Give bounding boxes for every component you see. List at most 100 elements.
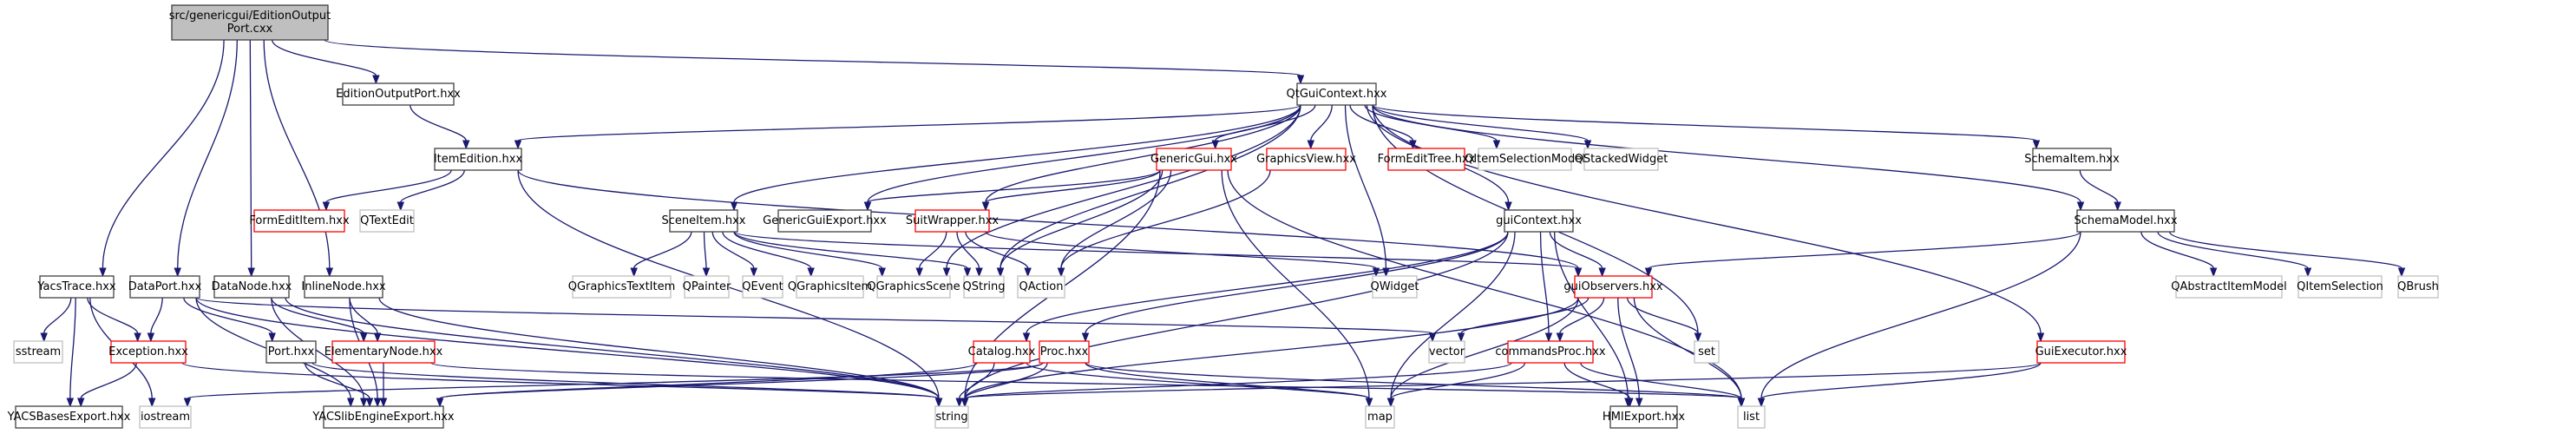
graph-node-schemaitem-hxx[interactable]: SchemaItem.hxx xyxy=(2024,148,2120,171)
graph-node-guiexecutor-hxx[interactable]: GuiExecutor.hxx xyxy=(2035,340,2127,364)
graph-node-map[interactable]: map xyxy=(1365,405,1395,429)
node-box[interactable] xyxy=(171,4,329,41)
node-box[interactable] xyxy=(684,275,730,299)
node-box[interactable] xyxy=(323,405,444,429)
node-box[interactable] xyxy=(1478,148,1572,171)
node-box[interactable] xyxy=(777,209,872,233)
node-box[interactable] xyxy=(39,275,115,299)
graph-node-editionoutputport-hxx[interactable]: EditionOutputPort.hxx xyxy=(336,82,461,106)
node-box[interactable] xyxy=(1583,148,1659,171)
graph-node-yacstrace-hxx[interactable]: YacsTrace.hxx xyxy=(36,275,116,299)
node-box[interactable] xyxy=(434,148,522,171)
graph-node-yacsbasesexport-hxx[interactable]: YACSBasesExport.hxx xyxy=(7,405,131,429)
graph-node-commandsproc-hxx[interactable]: commandsProc.hxx xyxy=(1495,340,1606,364)
node-box[interactable] xyxy=(572,275,672,299)
node-box[interactable] xyxy=(1694,340,1720,364)
graph-node-qwidget[interactable]: QWidget xyxy=(1370,275,1419,299)
graph-node-proc-hxx[interactable]: Proc.hxx xyxy=(1039,340,1090,364)
graph-node-qgraphicstextitem[interactable]: QGraphicsTextItem xyxy=(568,275,676,299)
node-box[interactable] xyxy=(1504,209,1574,233)
graph-node-string[interactable]: string xyxy=(934,405,969,429)
node-box[interactable] xyxy=(963,275,1005,299)
graph-node-genericgui-hxx[interactable]: GenericGui.hxx xyxy=(1150,148,1237,171)
node-box[interactable] xyxy=(359,209,415,233)
graph-node-qbrush[interactable]: QBrush xyxy=(2397,275,2439,299)
node-box[interactable] xyxy=(1507,340,1594,364)
node-box[interactable] xyxy=(1574,275,1653,299)
graph-node-vector[interactable]: vector xyxy=(1428,340,1465,364)
graph-node-qitemselectionmodel[interactable]: QItemSelectionModel xyxy=(1465,148,1585,171)
graph-node-qgraphicsitem[interactable]: QGraphicsItem xyxy=(788,275,872,299)
node-box[interactable] xyxy=(110,340,187,364)
node-box[interactable] xyxy=(1428,340,1465,364)
graph-node-qtguicontext-hxx[interactable]: QtGuiContext.hxx xyxy=(1287,82,1387,106)
node-box[interactable] xyxy=(876,275,951,299)
graph-node-guicontext-hxx[interactable]: guiContext.hxx xyxy=(1496,209,1582,233)
graph-node-root[interactable]: src/genericgui/EditionOutputPort.cxx xyxy=(169,4,331,41)
node-box[interactable] xyxy=(304,275,383,299)
graph-node-iostream[interactable]: iostream xyxy=(139,405,192,429)
node-box[interactable] xyxy=(1017,275,1065,299)
node-box[interactable] xyxy=(934,405,969,429)
node-box[interactable] xyxy=(265,340,317,364)
graph-node-qstackedwidget[interactable]: QStackedWidget xyxy=(1575,148,1668,171)
graph-node-sstream[interactable]: sstream xyxy=(13,340,63,364)
node-box[interactable] xyxy=(1296,82,1377,106)
node-box[interactable] xyxy=(1365,405,1395,429)
graph-node-qpainter[interactable]: QPainter xyxy=(683,275,731,299)
graph-node-suitwrapper-hxx[interactable]: SuitWrapper.hxx xyxy=(906,209,999,233)
node-box[interactable] xyxy=(796,275,864,299)
graph-node-formedittree-hxx[interactable]: FormEditTree.hxx xyxy=(1378,148,1476,171)
node-box[interactable] xyxy=(342,82,455,106)
node-box[interactable] xyxy=(13,340,63,364)
node-box[interactable] xyxy=(1737,405,1766,429)
node-box[interactable] xyxy=(213,275,290,299)
node-box[interactable] xyxy=(2397,275,2439,299)
node-box[interactable] xyxy=(1156,148,1232,171)
graph-node-formedititem-hxx[interactable]: FormEditItem.hxx xyxy=(249,209,350,233)
graph-node-elementarynode-hxx[interactable]: ElementaryNode.hxx xyxy=(324,340,443,364)
graph-node-sceneitem-hxx[interactable]: SceneItem.hxx xyxy=(662,209,746,233)
node-box[interactable] xyxy=(742,275,783,299)
graph-node-datanode-hxx[interactable]: DataNode.hxx xyxy=(212,275,292,299)
node-box[interactable] xyxy=(2032,148,2112,171)
graph-node-qabstractitemmodel[interactable]: QAbstractItemModel xyxy=(2171,275,2287,299)
node-box[interactable] xyxy=(973,340,1031,364)
graph-node-yacslibengineexport-hxx[interactable]: YACSlibEngineExport.hxx xyxy=(311,405,455,429)
graph-node-dataport-hxx[interactable]: DataPort.hxx xyxy=(128,275,202,299)
node-box[interactable] xyxy=(331,340,436,364)
graph-node-qgraphicsscene[interactable]: QGraphicsScene xyxy=(867,275,960,299)
graph-node-qtextedit[interactable]: QTextEdit xyxy=(359,209,415,233)
node-box[interactable] xyxy=(1609,405,1678,429)
graph-node-qitemselection[interactable]: QItemSelection xyxy=(2297,275,2383,299)
graph-node-guiobservers-hxx[interactable]: guiObservers.hxx xyxy=(1563,275,1663,299)
node-box[interactable] xyxy=(2175,275,2283,299)
node-box[interactable] xyxy=(1266,148,1347,171)
node-box[interactable] xyxy=(1372,275,1418,299)
graph-node-graphicsview-hxx[interactable]: GraphicsView.hxx xyxy=(1256,148,1356,171)
graph-node-catalog-hxx[interactable]: Catalog.hxx xyxy=(968,340,1036,364)
graph-node-schemamodel-hxx[interactable]: SchemaModel.hxx xyxy=(2074,209,2178,233)
node-box[interactable] xyxy=(129,275,200,299)
graph-node-genericguiexport-hxx[interactable]: GenericGuiExport.hxx xyxy=(763,209,887,233)
node-box[interactable] xyxy=(15,405,123,429)
node-box[interactable] xyxy=(2076,209,2175,233)
graph-node-itemedition-hxx[interactable]: ItemEdition.hxx xyxy=(434,148,523,171)
node-box[interactable] xyxy=(2036,340,2126,364)
graph-node-qevent[interactable]: QEvent xyxy=(742,275,783,299)
node-box[interactable] xyxy=(1387,148,1465,171)
graph-node-port-hxx[interactable]: Port.hxx xyxy=(265,340,317,364)
graph-node-inlinenode-hxx[interactable]: InlineNode.hxx xyxy=(301,275,386,299)
node-box[interactable] xyxy=(2297,275,2383,299)
node-box[interactable] xyxy=(253,209,345,233)
graph-node-qstring[interactable]: QString xyxy=(962,275,1006,299)
node-box[interactable] xyxy=(139,405,192,429)
node-box[interactable] xyxy=(1039,340,1090,364)
graph-node-qaction[interactable]: QAction xyxy=(1017,275,1065,299)
node-box[interactable] xyxy=(914,209,990,233)
graph-node-hmiexport-hxx[interactable]: HMIExport.hxx xyxy=(1603,405,1685,429)
graph-node-set[interactable]: set xyxy=(1694,340,1720,364)
node-box[interactable] xyxy=(669,209,738,233)
graph-node-exception-hxx[interactable]: Exception.hxx xyxy=(108,340,188,364)
graph-node-list[interactable]: list xyxy=(1737,405,1766,429)
